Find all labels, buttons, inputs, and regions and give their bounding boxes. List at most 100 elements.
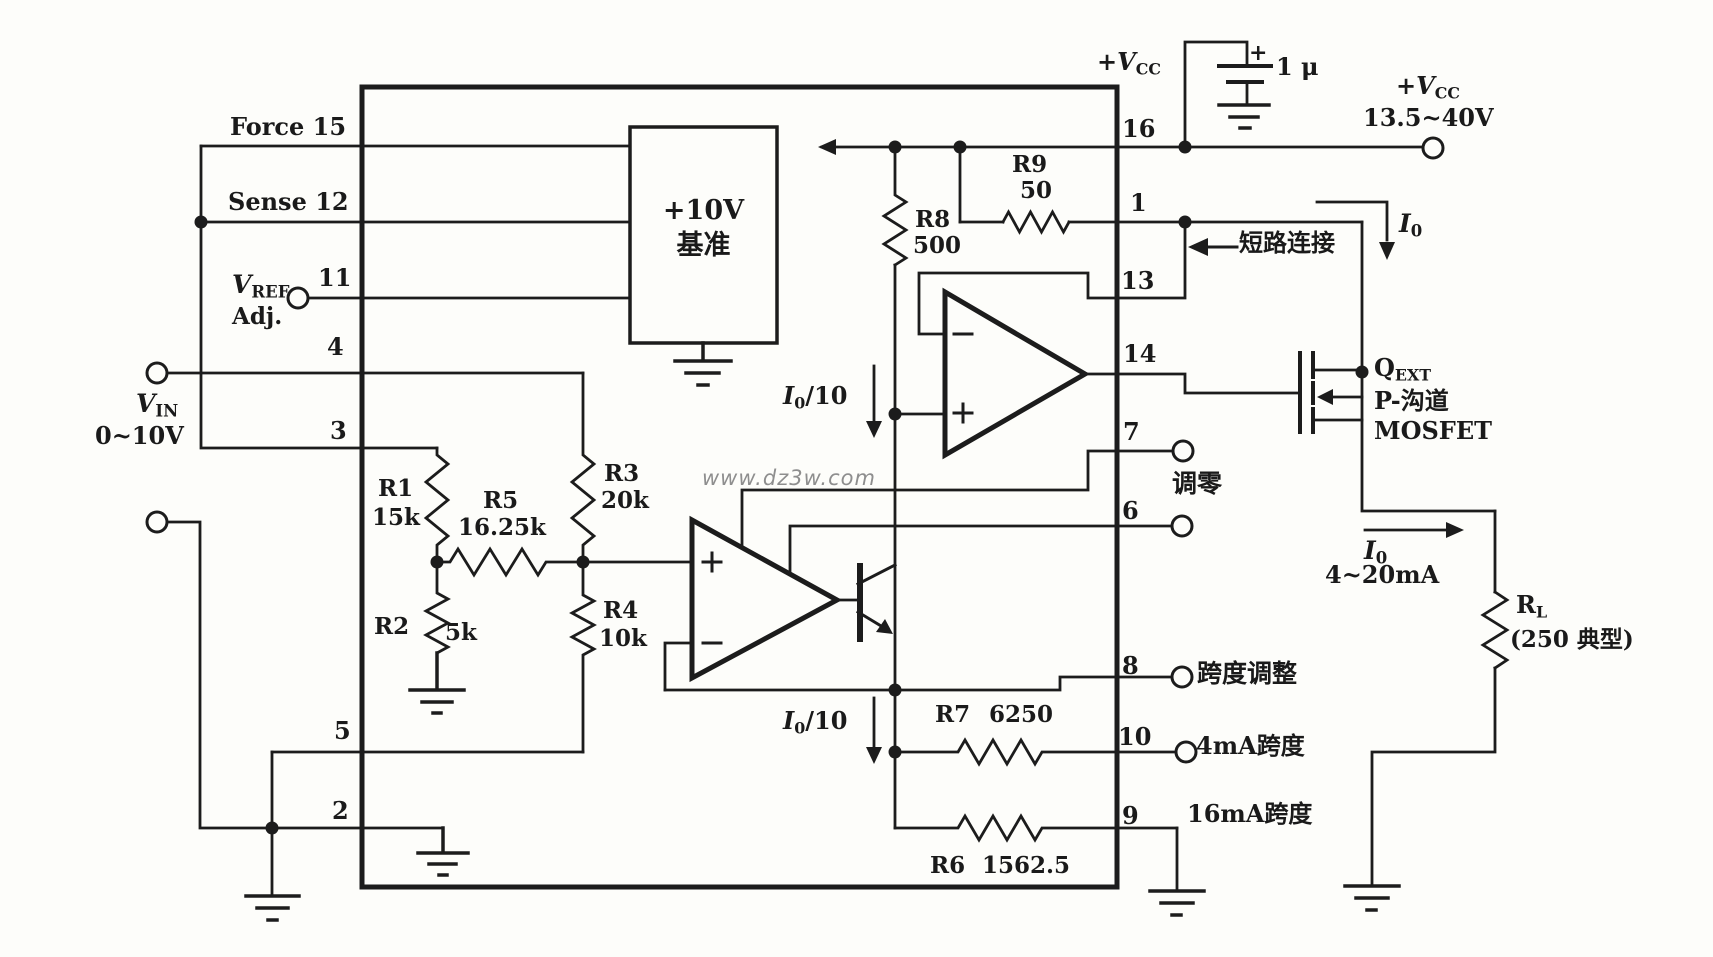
resistor-r5 — [435, 546, 585, 578]
label-r5-name: R5 — [483, 487, 519, 514]
label-pin12-sense: Sense 12 — [228, 187, 349, 216]
label-r2-value: 5k — [445, 619, 477, 646]
output-rail — [917, 200, 1497, 888]
label-pin15-force: Force 15 — [230, 112, 347, 141]
arrow-short-circuit — [1188, 238, 1208, 256]
opamp1-wires — [581, 449, 1175, 692]
label-rl-value: (250 典型) — [1510, 626, 1634, 653]
label-r7-value: 6250 — [989, 701, 1054, 728]
label-pin14: 14 — [1123, 339, 1157, 368]
ic-outline — [359, 84, 1120, 890]
label-span-4ma: 4mA跨度 — [1196, 731, 1305, 760]
label-r3-value: 20k — [601, 487, 649, 514]
ground-pin2 — [416, 826, 470, 877]
label-r8-value: 500 — [913, 232, 962, 259]
label-pin11: 11 — [318, 263, 352, 292]
label-vcc-top: +VCC — [1097, 47, 1161, 79]
arrow-io-top — [1379, 242, 1395, 260]
terminal-vin-bottom — [145, 510, 169, 534]
resistor-rl — [1480, 590, 1510, 670]
label-r3-name: R3 — [604, 460, 640, 487]
label-pin16: 16 — [1122, 114, 1156, 143]
terminal-pin7 — [1171, 439, 1195, 463]
resistor-r3 — [569, 371, 597, 564]
label-pin2: 2 — [332, 796, 349, 825]
label-r9-name: R9 — [1012, 151, 1048, 178]
resistor-r9 — [1001, 209, 1071, 235]
ground-r2 — [408, 651, 466, 715]
ground-pin9 — [1148, 889, 1206, 917]
terminal-vcc — [1421, 136, 1445, 160]
label-r6-value: 1562.5 — [982, 852, 1071, 879]
current-arrows-lines — [872, 364, 1448, 752]
label-pin8: 8 — [1122, 651, 1139, 680]
opamp1 — [689, 515, 843, 683]
opamp1-signs — [701, 551, 723, 645]
label-vref: VREF — [232, 270, 290, 302]
watermark: www.dz3w.com — [702, 466, 876, 490]
label-qext: QEXT — [1374, 353, 1432, 385]
terminal-pin8 — [1170, 665, 1194, 689]
label-vin: VIN — [136, 389, 179, 421]
label-mosfet-type: P-沟道 — [1374, 386, 1449, 415]
arrow-io-out — [1446, 522, 1464, 538]
label-r9-value: 50 — [1020, 177, 1053, 204]
label-r2-name: R2 — [374, 613, 410, 640]
resistor-r7 — [893, 737, 1178, 767]
arrow-supply-left — [818, 139, 836, 155]
label-pin3: 3 — [330, 416, 347, 445]
label-rl-name: RL — [1516, 590, 1548, 622]
label-pin5: 5 — [334, 716, 351, 745]
label-r1-value: 15k — [372, 504, 420, 531]
resistor-r4 — [569, 560, 597, 754]
label-vcc-right: +VCC — [1396, 71, 1460, 103]
pin14-wire — [893, 372, 1302, 416]
label-io10-lower: I0/10 — [783, 706, 848, 738]
capacitor — [1217, 64, 1273, 84]
label-vcc-range: 13.5~40V — [1363, 103, 1494, 132]
label-r7-name: R7 — [935, 701, 971, 728]
resistor-r6 — [893, 813, 1179, 843]
resistor-r2 — [423, 560, 451, 692]
opamp2 — [942, 287, 1090, 460]
label-r5-value: 16.25k — [458, 514, 546, 541]
arrow-io10-lower — [866, 747, 882, 764]
label-io-out: I0 — [1364, 536, 1388, 568]
label-pin9: 9 — [1122, 801, 1139, 830]
ground-rl — [1343, 884, 1401, 912]
label-r4-value: 10k — [599, 625, 647, 652]
supply-wires — [820, 40, 1425, 224]
opamp2-signs — [952, 332, 974, 424]
label-short-circuit: 短路连接 — [1239, 228, 1335, 257]
label-pin6: 6 — [1122, 496, 1139, 525]
junction-dots — [194, 140, 1369, 835]
label-pin7: 7 — [1123, 417, 1140, 446]
terminal-vref-adj — [286, 286, 310, 310]
arrowheads — [818, 139, 1464, 764]
label-ref-line2: 基准 — [676, 230, 731, 261]
arrow-emitter — [876, 619, 893, 634]
label-pin1: 1 — [1130, 188, 1147, 217]
arrow-io10-upper — [866, 421, 882, 438]
terminal-pin10 — [1174, 740, 1198, 764]
label-pin13: 13 — [1121, 266, 1155, 295]
resistor-r1 — [423, 446, 451, 564]
label-r6-name: R6 — [930, 852, 966, 879]
label-pin10: 10 — [1118, 722, 1152, 751]
resistors — [423, 145, 1510, 893]
grounds — [244, 103, 1401, 922]
label-span-adjust: 跨度调整 — [1197, 659, 1298, 688]
ground-ref — [673, 341, 733, 387]
label-r8-name: R8 — [915, 206, 951, 233]
label-vref-adj: Adj. — [232, 303, 283, 330]
resistor-r8 — [881, 145, 909, 267]
left-wires — [165, 144, 632, 898]
label-io-top: I0 — [1399, 209, 1423, 241]
label-cap-value: 1 μ — [1276, 52, 1319, 81]
label-io10-upper: I0/10 — [783, 381, 848, 413]
label-r4-name: R4 — [603, 597, 639, 624]
arrow-mosfet-body — [1317, 389, 1333, 405]
label-ref-line1: +10V — [662, 195, 745, 226]
